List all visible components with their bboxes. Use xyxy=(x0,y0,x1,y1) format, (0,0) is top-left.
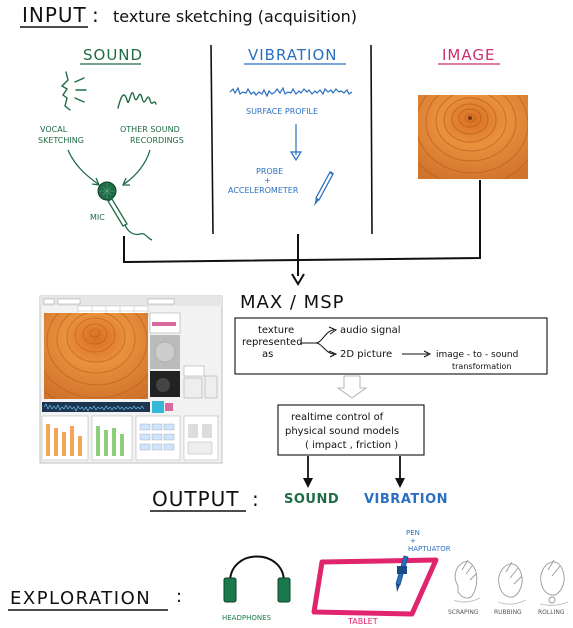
exploration-heading-colon: : xyxy=(176,586,182,607)
scraping-hand-icon xyxy=(453,559,481,603)
control-label-1: realtime control of xyxy=(291,412,384,423)
rolling-hand-icon xyxy=(539,559,569,606)
picture-to-transform-head xyxy=(423,350,432,358)
branch-down-line xyxy=(315,342,335,355)
other-recordings-label-1: OTHER SOUND xyxy=(120,125,180,134)
input-heading: INPUT xyxy=(22,3,87,27)
vibration-column-label: VIBRATION xyxy=(248,46,338,64)
pen-label-3: HAPTUATOR xyxy=(408,545,451,553)
microphone-icon xyxy=(97,181,153,241)
arrow-to-vibration-head xyxy=(395,478,405,488)
rolling-label: ROLLING xyxy=(538,609,565,616)
rubbing-label: RUBBING xyxy=(494,609,522,616)
output-heading-colon: : xyxy=(252,487,259,511)
arrow-vocal-head xyxy=(91,177,101,186)
surface-profile-signal xyxy=(229,86,353,98)
probe-label-3: ACCELEROMETER xyxy=(228,186,299,195)
arrow-profile-head xyxy=(289,151,303,162)
other-recordings-label-2: RECORDINGS xyxy=(130,136,184,145)
exploration-heading: EXPLORATION xyxy=(10,588,151,609)
input-heading-colon: : xyxy=(92,3,99,27)
vocal-sketching-label-2: SKETCHING xyxy=(38,136,84,145)
image-to-sound-label-2: transformation xyxy=(452,362,511,371)
picture-2d-label: 2D picture xyxy=(340,349,392,360)
output-vibration: VIBRATION xyxy=(364,492,448,507)
output-heading: OUTPUT xyxy=(152,487,240,511)
realtime-control-box xyxy=(277,404,425,456)
divider-right xyxy=(370,44,373,235)
sound-column-label: SOUND xyxy=(83,46,143,64)
control-label-2: physical sound models xyxy=(285,426,399,437)
arrow-other-head xyxy=(122,177,130,186)
texture-label-2: represented xyxy=(242,337,303,348)
pen-label-1: PEN xyxy=(406,529,420,537)
output-sound: SOUND xyxy=(284,492,339,507)
image-to-sound-label-1: image - to - sound xyxy=(436,350,518,360)
maxmsp-process-box xyxy=(234,317,548,375)
divider-left xyxy=(210,44,214,235)
input-collector-line xyxy=(123,180,481,264)
audio-signal-label: audio signal xyxy=(340,325,400,336)
texture-label-1: texture xyxy=(258,325,294,336)
probe-pen-icon xyxy=(314,171,334,206)
wood-texture-image xyxy=(418,95,528,179)
input-heading-subtitle: texture sketching (acquisition) xyxy=(113,7,357,26)
vocal-sketching-icon xyxy=(60,71,87,111)
hollow-down-arrow xyxy=(336,375,368,399)
rubbing-hand-icon xyxy=(497,561,527,605)
arrow-vocal-to-mic xyxy=(67,149,99,185)
waveform-icon xyxy=(117,92,157,109)
control-label-3: ( impact , friction ) xyxy=(305,440,398,451)
collector-arrow-head xyxy=(291,273,305,286)
headphones-label: HEADPHONES xyxy=(222,614,272,622)
surface-profile-label: SURFACE PROFILE xyxy=(246,107,318,116)
branch-up-line xyxy=(300,329,335,344)
image-column-label: IMAGE xyxy=(442,46,495,64)
arrow-other-to-mic xyxy=(123,149,151,185)
pen-label-2: + xyxy=(410,537,416,545)
vocal-sketching-label-1: VOCAL xyxy=(40,125,68,134)
scraping-label: SCRAPING xyxy=(448,609,479,616)
maxmsp-title: MAX / MSP xyxy=(240,292,345,313)
tablet-icon xyxy=(311,557,439,617)
tablet-label: TABLET xyxy=(347,617,378,626)
probe-label-1: PROBE xyxy=(256,167,283,176)
arrow-to-sound-head xyxy=(303,478,313,488)
maxmsp-patch-screenshot xyxy=(39,295,223,464)
texture-label-3: as xyxy=(262,349,273,360)
branch-down-head xyxy=(328,350,338,358)
branch-up-head xyxy=(328,326,338,335)
probe-label-2: + xyxy=(264,176,271,185)
pen-haptuator-icon xyxy=(395,555,409,592)
mic-label: MIC xyxy=(90,213,105,222)
headphones-icon xyxy=(223,555,291,603)
